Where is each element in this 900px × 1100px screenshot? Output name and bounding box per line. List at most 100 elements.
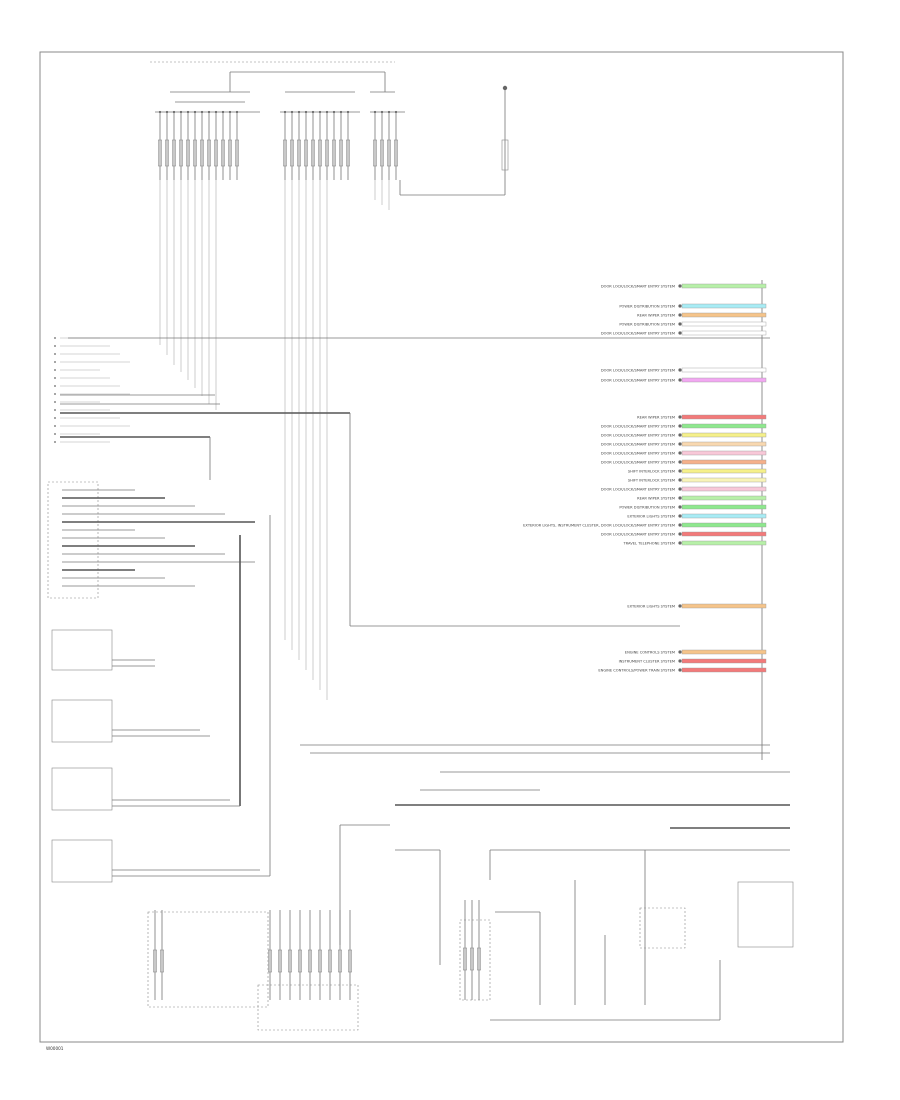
wire-terminal bbox=[678, 378, 682, 382]
left-pin bbox=[54, 441, 56, 443]
wire-label-tag bbox=[179, 139, 183, 167]
wire-label-tag bbox=[339, 139, 343, 167]
main-trunks bbox=[159, 180, 390, 700]
bottom-wire-tag bbox=[463, 947, 467, 971]
left-pin bbox=[54, 369, 56, 371]
wire-system-label: POWER DISTRIBUTION SYSTEM bbox=[619, 322, 675, 326]
bottom-wire-tag bbox=[298, 949, 302, 973]
wire-label-tag bbox=[332, 139, 336, 167]
wire-label-tag bbox=[228, 139, 232, 167]
bottom-wire-tag bbox=[477, 947, 481, 971]
wire-terminal bbox=[678, 496, 682, 500]
pin-dot bbox=[318, 110, 322, 114]
bottom-wire-tag bbox=[278, 949, 282, 973]
left-pin bbox=[54, 433, 56, 435]
wire-label-tag bbox=[346, 139, 350, 167]
bottom-wire-tag bbox=[268, 949, 272, 973]
wire-terminal bbox=[678, 442, 682, 446]
left-pin bbox=[54, 409, 56, 411]
pin-dot bbox=[165, 110, 169, 114]
wire-terminal bbox=[678, 604, 682, 608]
wire-label-tag bbox=[283, 139, 287, 167]
wire-terminal bbox=[678, 541, 682, 545]
colored-wire bbox=[681, 486, 767, 492]
pin-dot bbox=[228, 110, 232, 114]
wire-system-label: REAR WIPER SYSTEM bbox=[637, 313, 675, 317]
colored-wire bbox=[681, 414, 767, 420]
wire-terminal bbox=[678, 523, 682, 527]
wire-system-label: REAR WIPER SYSTEM bbox=[637, 496, 675, 500]
wire-terminal bbox=[678, 304, 682, 308]
wire-label-tag bbox=[186, 139, 190, 167]
wire-terminal bbox=[678, 505, 682, 509]
wire-label-tag bbox=[207, 139, 211, 167]
colored-wire bbox=[681, 477, 767, 483]
wire-system-label: EXTERIOR LIGHTS SYSTEM bbox=[627, 514, 675, 518]
wire-label-tag bbox=[172, 139, 176, 167]
wire-label-tag bbox=[373, 139, 377, 167]
pin-dot bbox=[373, 110, 377, 114]
wire-label-tag bbox=[221, 139, 225, 167]
colored-wire bbox=[681, 468, 767, 474]
colored-wire bbox=[681, 522, 767, 528]
right-harness: DOOR LOCK/LOCK/SMART ENTRY SYSTEM POWER D… bbox=[523, 280, 767, 760]
left-pin bbox=[54, 345, 56, 347]
colored-wire bbox=[681, 377, 767, 383]
wire-terminal bbox=[678, 415, 682, 419]
pin-dot bbox=[158, 110, 162, 114]
colored-wire bbox=[681, 303, 767, 309]
colored-wire bbox=[681, 312, 767, 318]
colored-wire bbox=[681, 423, 767, 429]
pin-dot bbox=[346, 110, 350, 114]
wire-system-label: ENGINE CONTROLS/POWER TRAIN SYSTEM bbox=[598, 668, 675, 672]
left-connector-group bbox=[47, 481, 271, 876]
top-connector-a bbox=[155, 91, 260, 180]
pin-dot bbox=[179, 110, 183, 114]
left-pin bbox=[54, 377, 56, 379]
cross-wires bbox=[60, 337, 770, 754]
wire-label-tag bbox=[290, 139, 294, 167]
wire-system-label: INSTRUMENT CLUSTER SYSTEM bbox=[619, 659, 675, 663]
colored-wire bbox=[681, 495, 767, 501]
ground-symbol-top bbox=[399, 85, 509, 196]
wire-terminal bbox=[678, 469, 682, 473]
left-pin bbox=[54, 385, 56, 387]
pin-dot bbox=[387, 110, 391, 114]
wire-system-label: REAR WIPER SYSTEM bbox=[637, 415, 675, 419]
wire-system-label: DOOR LOCK/LOCK/SMART ENTRY SYSTEM bbox=[601, 378, 675, 382]
wire-system-label: POWER DISTRIBUTION SYSTEM bbox=[619, 304, 675, 308]
wire-terminal bbox=[678, 368, 682, 372]
pin-dot bbox=[325, 110, 329, 114]
pin-dot bbox=[193, 110, 197, 114]
colored-wire bbox=[681, 450, 767, 456]
wire-terminal bbox=[678, 284, 682, 288]
left-pin-column bbox=[54, 337, 130, 443]
colored-wire bbox=[681, 330, 767, 336]
wire-terminal bbox=[678, 532, 682, 536]
colored-wire bbox=[681, 432, 767, 438]
wire-system-label: POWER DISTRIBUTION SYSTEM bbox=[619, 505, 675, 509]
wire-system-label: DOOR LOCK/LOCK/SMART ENTRY SYSTEM bbox=[601, 532, 675, 536]
colored-wire bbox=[681, 531, 767, 537]
wire-terminal bbox=[678, 668, 682, 672]
wire-label-tag bbox=[304, 139, 308, 167]
left-components bbox=[51, 629, 270, 883]
wire-terminal bbox=[678, 331, 682, 335]
pin-dot bbox=[339, 110, 343, 114]
wire-label-tag bbox=[193, 139, 197, 167]
wire-system-label: TRAVEL TELEPHONE SYSTEM bbox=[622, 541, 675, 545]
wire-terminal bbox=[678, 478, 682, 482]
colored-wire bbox=[681, 540, 767, 546]
wire-label-tag bbox=[200, 139, 204, 167]
wire-system-label: DOOR LOCK/LOCK/SMART ENTRY SYSTEM bbox=[601, 451, 675, 455]
wire-system-label: DOOR LOCK/LOCK/SMART ENTRY SYSTEM bbox=[601, 442, 675, 446]
wire-terminal bbox=[678, 433, 682, 437]
wire-system-label: ENGINE CONTROLS SYSTEM bbox=[625, 650, 675, 654]
pin-dot bbox=[200, 110, 204, 114]
pin-dot bbox=[221, 110, 225, 114]
bottom-wire-tag bbox=[318, 949, 322, 973]
wire-system-label: DOOR LOCK/LOCK/SMART ENTRY SYSTEM bbox=[601, 284, 675, 288]
colored-wire bbox=[681, 283, 767, 289]
